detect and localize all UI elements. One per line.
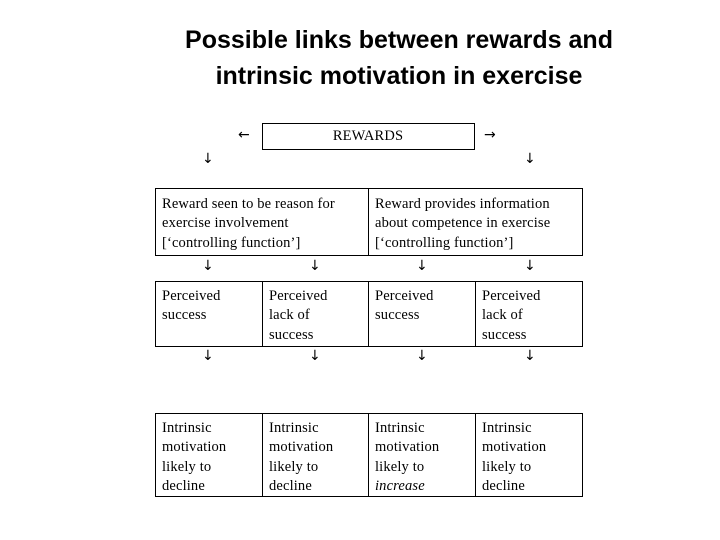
- right-arrow-icon: →: [484, 127, 496, 143]
- left-arrow-icon: ←: [238, 127, 250, 143]
- reward-informational-cell: Reward provides information about compet…: [375, 196, 551, 251]
- perceived-lack-of-success-cell-2: Perceived lack of success: [482, 288, 541, 343]
- title-line-2: intrinsic motivation in exercise: [215, 62, 583, 90]
- motivation-outcome-cell-2: Intrinsic motivation likely to decline: [269, 420, 334, 494]
- rewards-box: [262, 123, 475, 150]
- down-arrow-icon: ↓: [524, 151, 536, 167]
- motivation-outcome-cell-3: Intrinsic motivation likely to increase: [375, 420, 440, 494]
- down-arrow-icon: ↓: [202, 348, 214, 364]
- down-arrow-icon: ↓: [416, 258, 428, 274]
- level3-divider: [262, 413, 263, 497]
- down-arrow-icon: ↓: [309, 258, 321, 274]
- motivation-outcome-cell-1: Intrinsic motivation likely to decline: [162, 420, 227, 494]
- slide-title: Possible links between rewards and intri…: [0, 22, 720, 94]
- down-arrow-icon: ↓: [202, 151, 214, 167]
- level3-row: [155, 413, 583, 497]
- down-arrow-icon: ↓: [416, 348, 428, 364]
- reward-controlling-cell: Reward seen to be reason for exercise in…: [162, 196, 335, 251]
- level3-divider: [368, 413, 369, 497]
- down-arrow-icon: ↓: [524, 258, 536, 274]
- level2-divider: [475, 281, 476, 347]
- down-arrow-icon: ↓: [309, 348, 321, 364]
- level3-divider: [475, 413, 476, 497]
- title-line-1: Possible links between rewards and: [185, 26, 613, 54]
- level2-divider: [262, 281, 263, 347]
- rewards-label: REWARDS: [332, 128, 404, 144]
- level2-row: [155, 281, 583, 347]
- level1-row: [155, 188, 583, 256]
- level1-divider: [368, 188, 369, 256]
- perceived-lack-of-success-cell-1: Perceived lack of success: [269, 288, 328, 343]
- perceived-success-cell-2: Perceived success: [375, 288, 434, 324]
- perceived-success-cell-1: Perceived success: [162, 288, 221, 324]
- down-arrow-icon: ↓: [202, 258, 214, 274]
- down-arrow-icon: ↓: [524, 348, 536, 364]
- motivation-outcome-cell-4: Intrinsic motivation likely to decline: [482, 420, 547, 494]
- level2-divider: [368, 281, 369, 347]
